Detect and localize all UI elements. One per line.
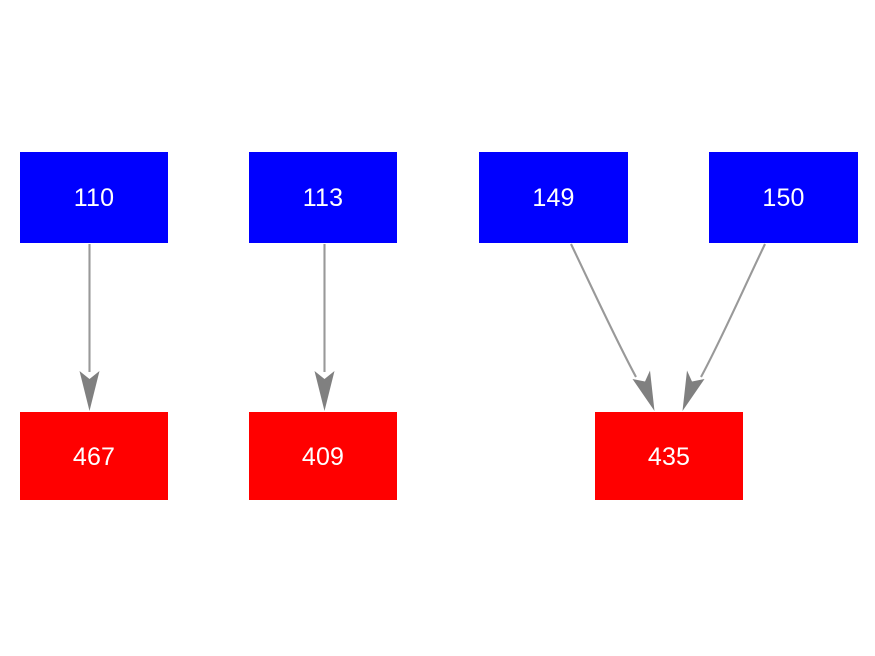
node-label: 435 <box>647 442 691 471</box>
edge-149-435[interactable] <box>570 243 655 411</box>
node-label: 110 <box>73 184 115 212</box>
node-label: 467 <box>72 442 116 471</box>
graph-node-467[interactable]: 467 <box>20 412 168 500</box>
graph-node-435[interactable]: 435 <box>595 412 743 500</box>
edge-110-467[interactable] <box>79 244 100 411</box>
node-label: 149 <box>532 184 575 212</box>
edge-113-409[interactable] <box>314 244 335 411</box>
graph-node-149[interactable]: 149 <box>479 152 628 243</box>
edge-150-435[interactable] <box>682 243 766 411</box>
node-label: 150 <box>762 184 805 212</box>
graph-node-113[interactable]: 113 <box>249 152 397 243</box>
graph-node-150[interactable]: 150 <box>709 152 858 243</box>
graph-node-409[interactable]: 409 <box>249 412 397 500</box>
graph-node-110[interactable]: 110 <box>20 152 168 243</box>
node-label: 113 <box>302 184 344 212</box>
node-label: 409 <box>301 442 345 471</box>
